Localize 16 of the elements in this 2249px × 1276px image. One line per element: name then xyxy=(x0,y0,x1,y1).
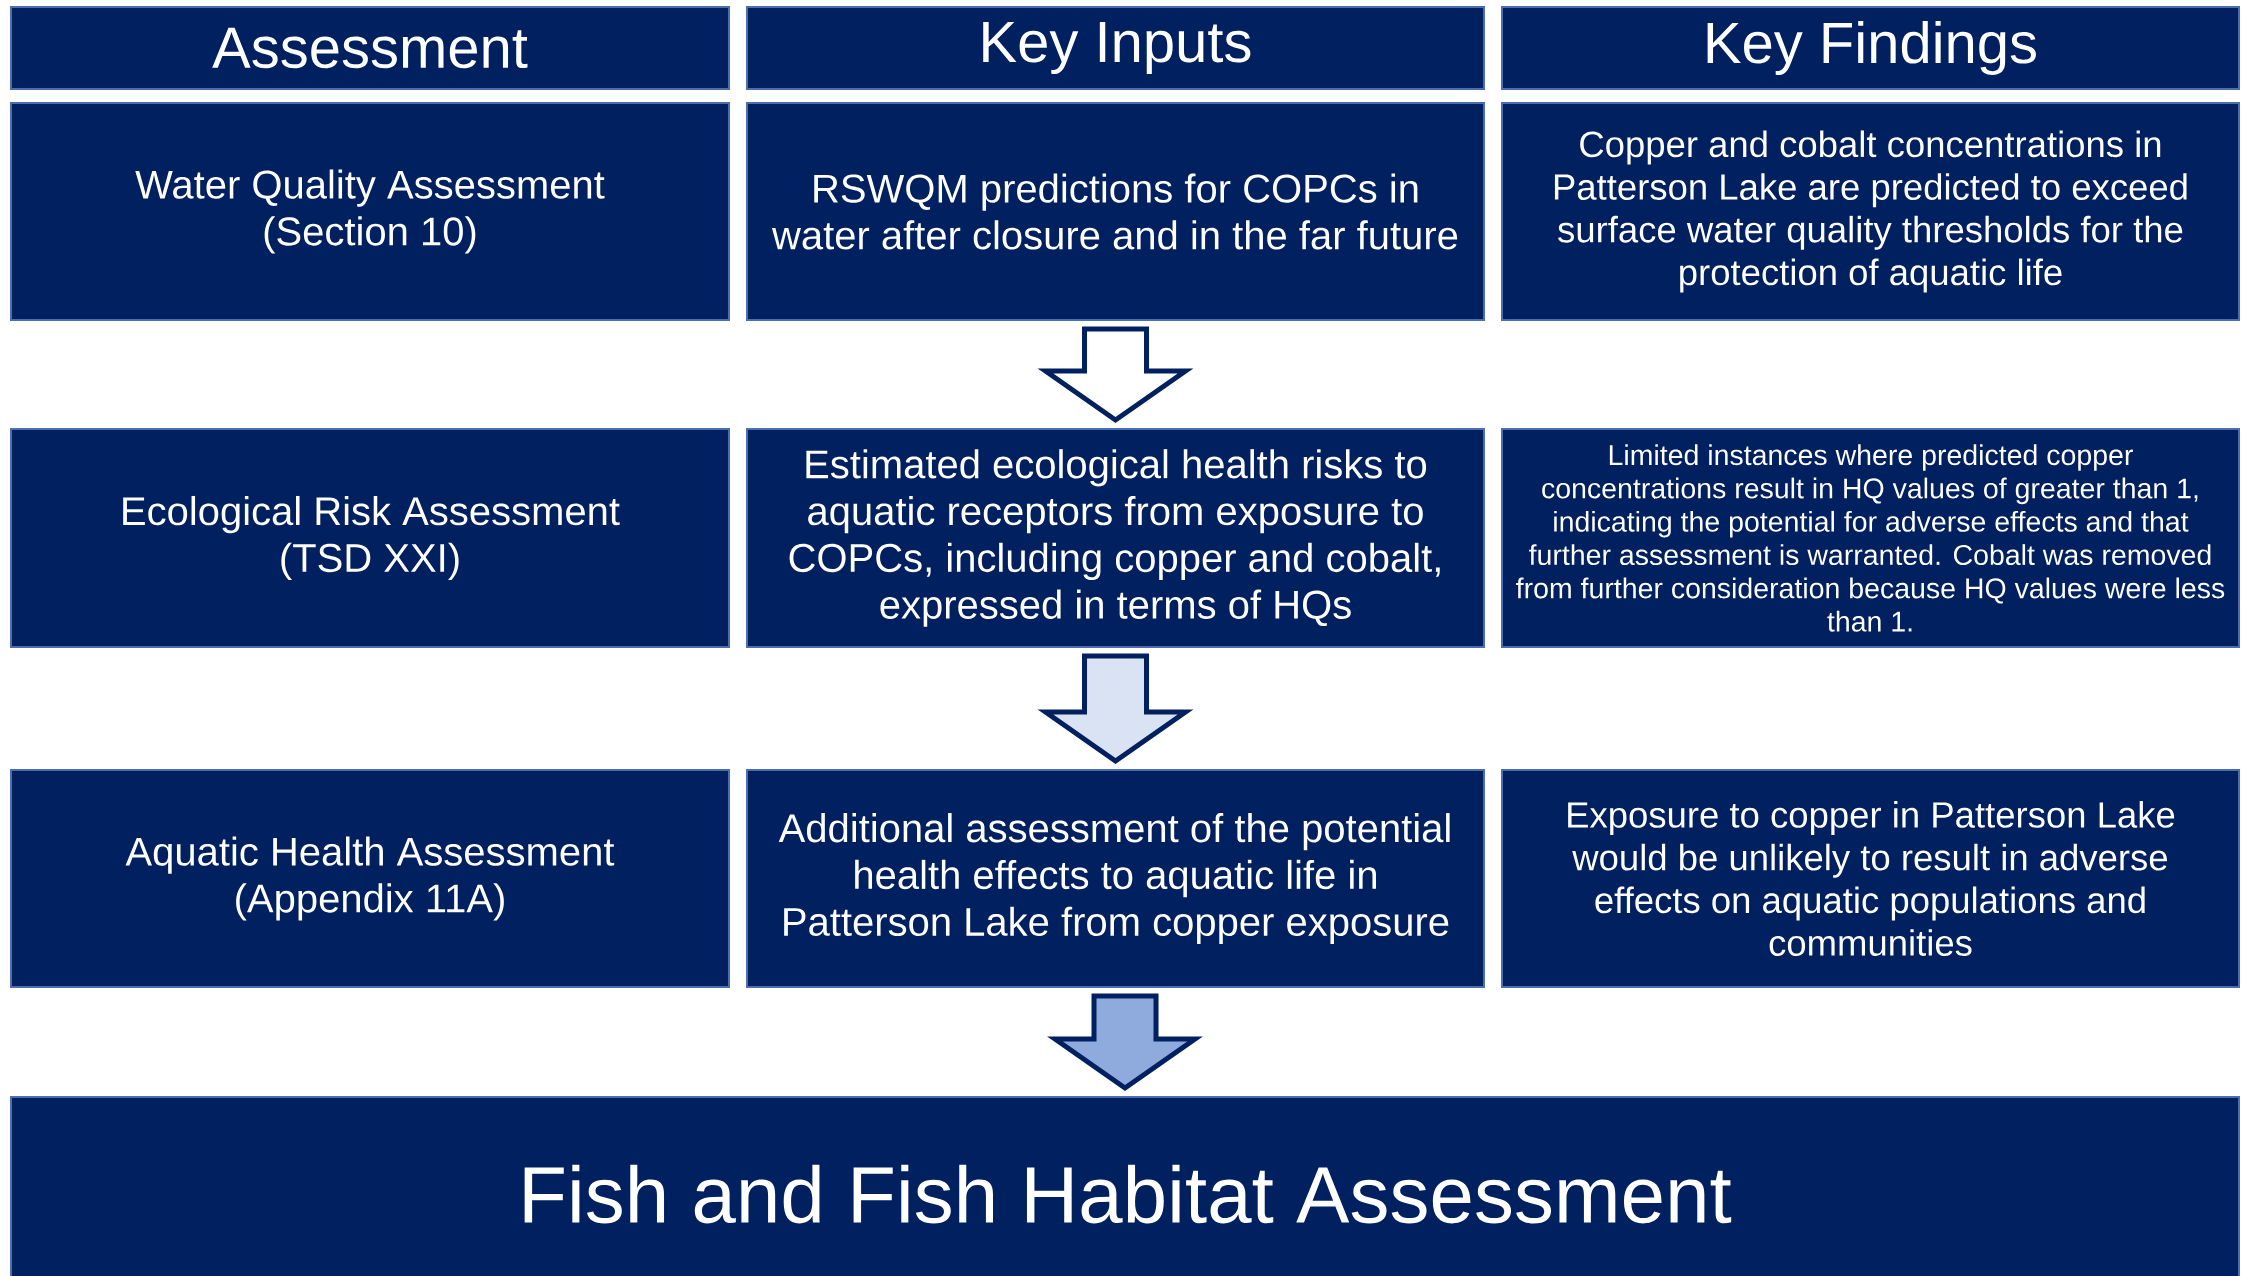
text-box: Water Quality Assessment (Section 10) xyxy=(10,102,730,321)
text-box: Additional assessment of the potential health effects to aquatic life in Patterson Lake from copper exposure xyxy=(746,769,1485,988)
text-box: Aquatic Health Assessment (Appendix 11A) xyxy=(10,769,730,988)
text-box: Limited instances where predicted copper concentrations result in HQ values of greater than 1, indicating the potential for adverse effects and that further assessment is warranted. Cobalt was removed from further consideration because HQ values were less than 1. xyxy=(1501,428,2240,648)
text-box: Ecological Risk Assessment (TSD XXI) xyxy=(10,428,730,648)
block-arrow xyxy=(1037,326,1194,424)
column-header: Key Inputs xyxy=(746,6,1485,90)
block-arrow xyxy=(1047,993,1203,1092)
block-arrow xyxy=(1037,653,1194,765)
text-box: Exposure to copper in Patterson Lake would be unlikely to result in adverse effects on aquatic populations and communities xyxy=(1501,769,2240,988)
result-box: Fish and Fish Habitat Assessment xyxy=(10,1096,2240,1276)
text-box: Estimated ecological health risks to aquatic receptors from exposure to COPCs, including copper and cobalt, expressed in terms of HQs xyxy=(746,428,1485,648)
text-box: Copper and cobalt concentrations in Patterson Lake are predicted to exceed surface water quality thresholds for the protection of aquatic life xyxy=(1501,102,2240,321)
column-header: Key Findings xyxy=(1501,6,2240,90)
column-header: Assessment xyxy=(10,6,730,90)
text-box: RSWQM predictions for COPCs in water after closure and in the far future xyxy=(746,102,1485,321)
